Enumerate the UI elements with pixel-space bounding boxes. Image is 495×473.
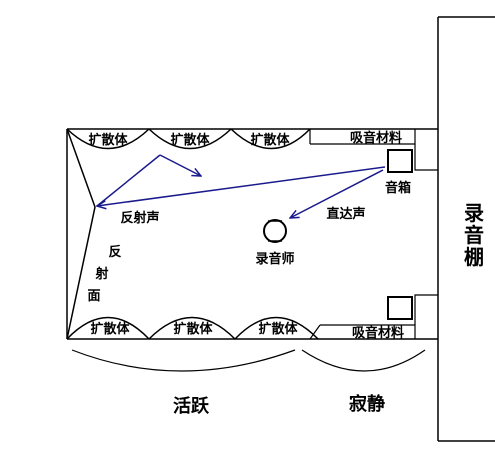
zone-quiet-label: 寂静 (349, 393, 385, 415)
speaker-label: 音箱 (385, 180, 411, 196)
zone-live-bracket (71, 349, 296, 372)
absorber-bottom-label: 吸音材料 (352, 325, 404, 341)
reflected-ray-incident (97, 166, 386, 206)
diffusers-top: 扩散体 扩散体 扩散体 吸音材料 (66, 128, 402, 150)
reflected-ray-up (96, 154, 161, 207)
booth-label-char-1: 录 (464, 201, 484, 225)
diffuser-top-1 (66, 128, 150, 150)
reflective-surface-char-1: 反 (108, 244, 121, 260)
absorber-top-label: 吸音材料 (350, 130, 402, 146)
diffuser-bottom-label-3: 扩散体 (258, 321, 298, 337)
speakers: 音箱 (385, 149, 413, 320)
reflected-ray-scatter (159, 154, 201, 176)
control-room-outline (66, 128, 438, 340)
reflected-sound-label: 反射声 (120, 210, 159, 226)
diffuser-top-label-1: 扩散体 (88, 132, 128, 148)
diffuser-bottom-1 (66, 316, 150, 340)
engineer-label: 录音师 (255, 251, 294, 267)
zone-live-label: 活跃 (173, 395, 210, 417)
direct-sound-label: 直达声 (326, 206, 365, 222)
engineer: 录音师 (255, 219, 295, 267)
recording-booth: 录 音 棚 (437, 16, 495, 442)
diffusers-bottom: 扩散体 扩散体 扩散体 吸音材料 (66, 316, 404, 341)
diffuser-top-label-2: 扩散体 (170, 132, 210, 148)
diffuser-bottom-3 (234, 316, 319, 340)
speaker-bottom (387, 296, 413, 320)
diffuser-bottom-label-2: 扩散体 (173, 321, 213, 337)
reflective-surface-label: 反 射 面 (87, 244, 121, 304)
booth-label-char-3: 棚 (464, 245, 484, 269)
diffuser-bottom-label-1: 扩散体 (90, 321, 130, 337)
zone-quiet-bracket (301, 349, 426, 372)
reflective-surface-char-3: 面 (87, 289, 100, 304)
booth-label-char-2: 音 (464, 223, 484, 247)
sound-rays: 反射声 直达声 (96, 154, 386, 226)
diffuser-top-label-3: 扩散体 (250, 132, 290, 148)
diffuser-top-3 (230, 128, 311, 150)
zone-brackets: 活跃 寂静 (71, 349, 426, 417)
reflective-surface-char-2: 射 (94, 266, 108, 282)
diffuser-bottom-2 (148, 316, 236, 340)
direct-ray (290, 169, 384, 218)
diffuser-top-2 (148, 128, 232, 150)
speaker-top (387, 149, 413, 173)
